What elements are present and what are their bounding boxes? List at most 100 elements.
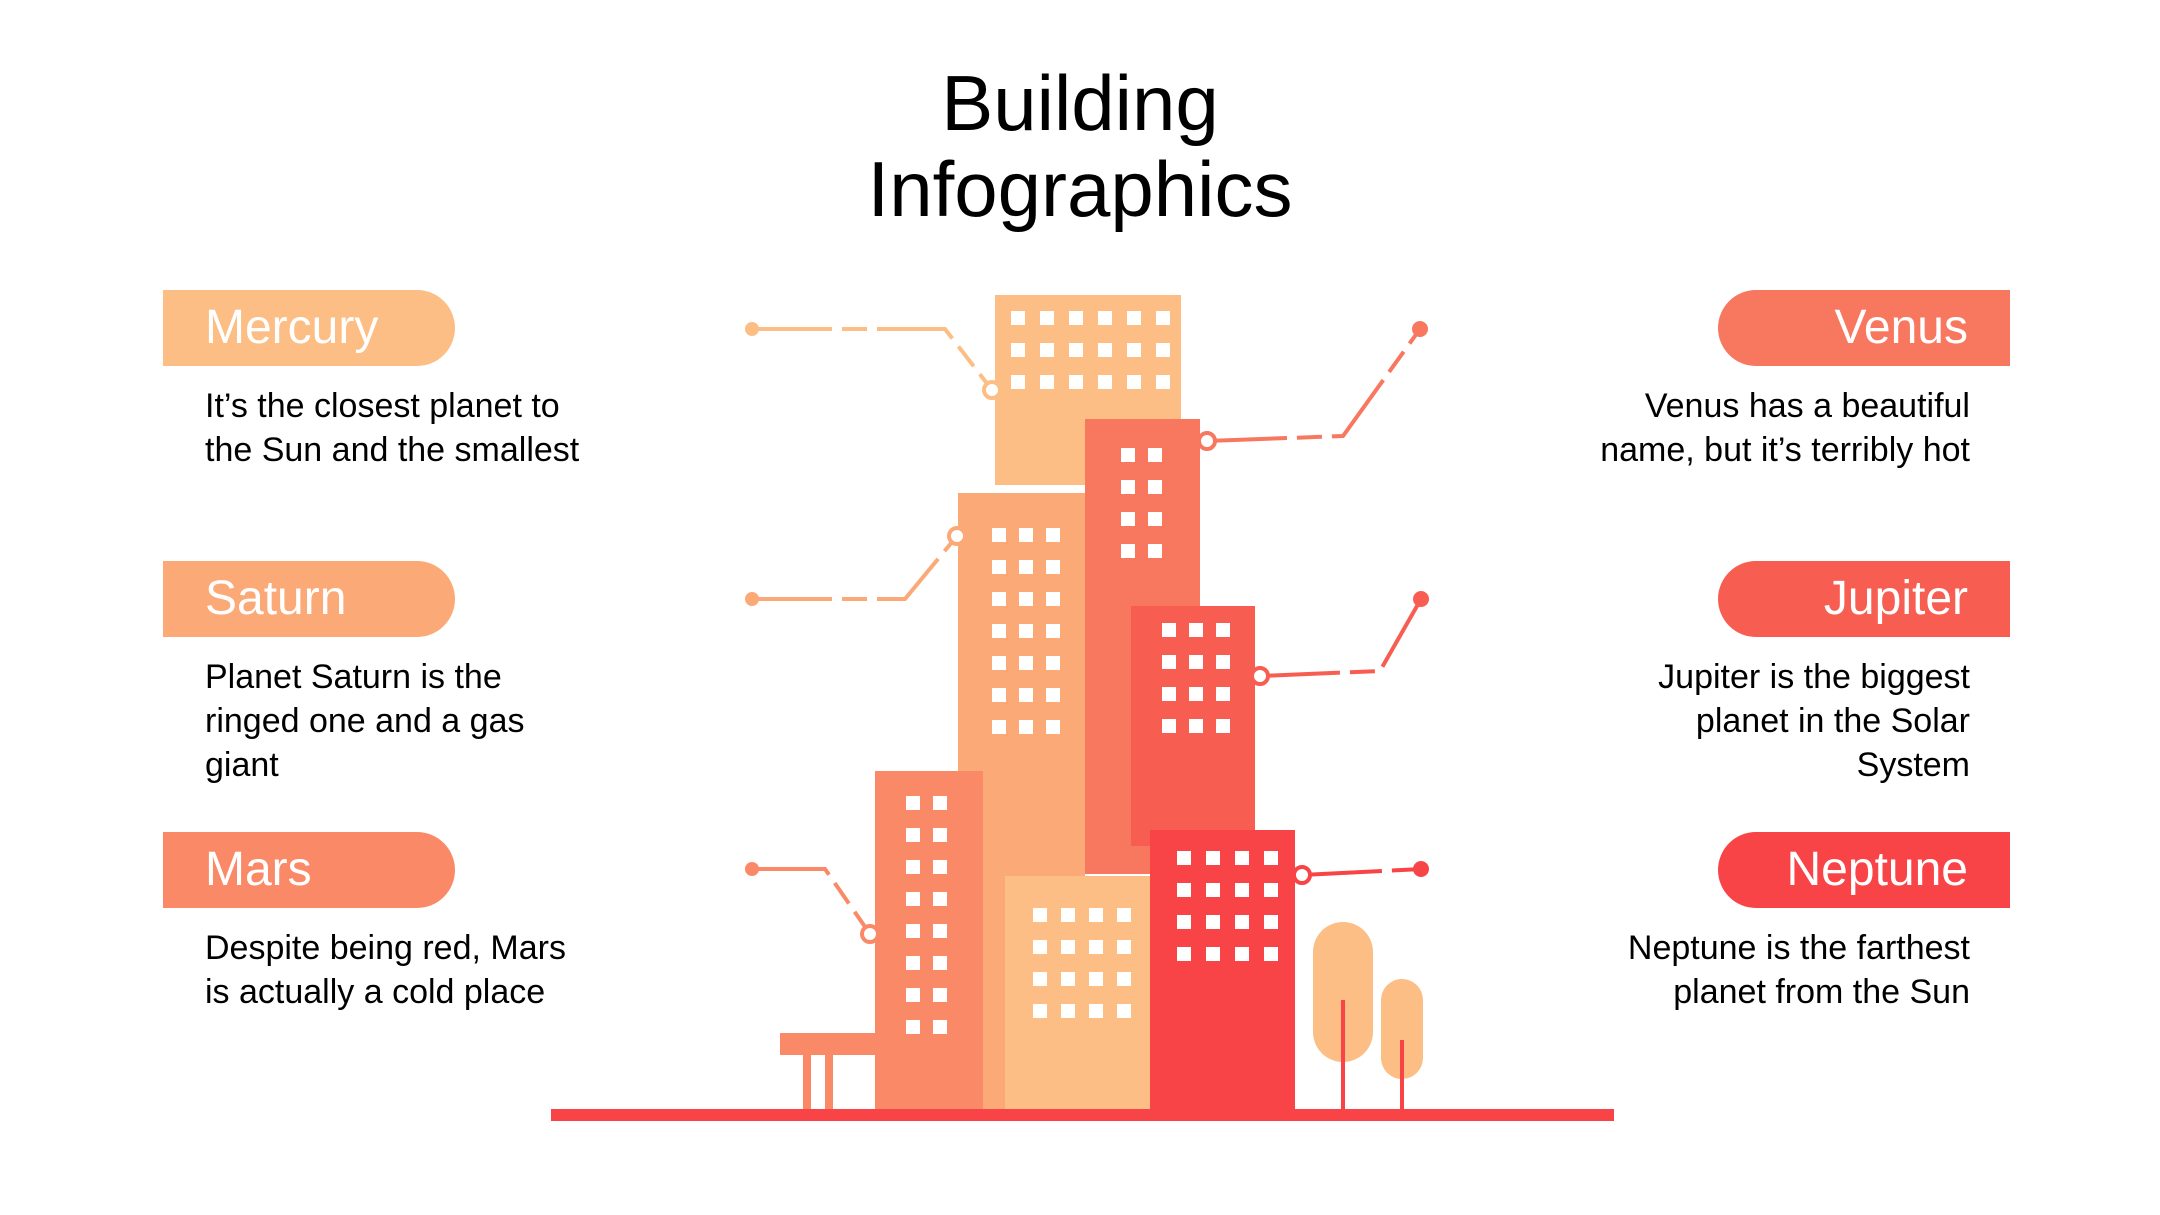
- window: [906, 860, 920, 874]
- window: [1011, 311, 1025, 325]
- ground-line: [551, 1109, 1614, 1121]
- title-line-2: Infographics: [867, 145, 1293, 233]
- window: [906, 828, 920, 842]
- window: [1098, 311, 1112, 325]
- window: [1019, 624, 1033, 638]
- window: [1235, 883, 1249, 897]
- window: [1156, 375, 1170, 389]
- window: [1177, 947, 1191, 961]
- window: [1033, 908, 1047, 922]
- mars-label-pill: Mars: [163, 832, 455, 908]
- window: [1189, 719, 1203, 733]
- window: [1061, 908, 1075, 922]
- window: [906, 1020, 920, 1034]
- window: [906, 956, 920, 970]
- window: [1121, 480, 1135, 494]
- window: [1069, 375, 1083, 389]
- title-line-1: Building: [941, 59, 1219, 147]
- window: [1019, 560, 1033, 574]
- window: [1216, 687, 1230, 701]
- window: [1089, 940, 1103, 954]
- window: [933, 860, 947, 874]
- window: [1040, 343, 1054, 357]
- jupiter-connector: [1259, 591, 1429, 678]
- window: [992, 560, 1006, 574]
- building-lower-right: [1150, 830, 1295, 1113]
- window: [933, 796, 947, 810]
- window: [1121, 544, 1135, 558]
- mars-description: Despite being red, Mars is actually a co…: [205, 929, 566, 1011]
- connector-lines: [745, 321, 1429, 936]
- venus-description: Venus has a beautiful name, but it’s ter…: [1600, 387, 1970, 469]
- window: [1011, 343, 1025, 357]
- window: [1148, 480, 1162, 494]
- window: [1235, 915, 1249, 929]
- window: [933, 956, 947, 970]
- window: [1121, 512, 1135, 526]
- page-title: Building Infographics: [780, 60, 1380, 232]
- window: [1046, 624, 1060, 638]
- window: [1189, 655, 1203, 669]
- window: [1019, 528, 1033, 542]
- mars-connector: [745, 862, 872, 936]
- window: [1117, 908, 1131, 922]
- window: [1216, 623, 1230, 637]
- venus-connector: [1206, 321, 1428, 443]
- window: [1061, 940, 1075, 954]
- building-lower-center: [1005, 876, 1158, 1112]
- venus-label: Venus: [1834, 301, 1968, 354]
- window: [1127, 375, 1141, 389]
- window: [1235, 947, 1249, 961]
- window: [992, 624, 1006, 638]
- neptune-connector: [1301, 861, 1429, 877]
- window: [933, 924, 947, 938]
- window: [1046, 560, 1060, 574]
- window: [1216, 719, 1230, 733]
- window: [1148, 544, 1162, 558]
- window: [1019, 592, 1033, 606]
- window: [1117, 972, 1131, 986]
- window: [1264, 883, 1278, 897]
- window: [1121, 448, 1135, 462]
- jupiter-label: Jupiter: [1823, 572, 1968, 625]
- mercury-label: Mercury: [205, 301, 379, 354]
- tree-icon: [1313, 922, 1423, 1113]
- window: [992, 656, 1006, 670]
- venus-label-pill: Venus: [1718, 290, 2010, 366]
- neptune-label: Neptune: [1786, 843, 1968, 896]
- window: [1046, 688, 1060, 702]
- window: [1189, 687, 1203, 701]
- window: [1127, 311, 1141, 325]
- mercury-connector: [745, 322, 994, 392]
- building-lower-left: [875, 771, 983, 1111]
- window: [1206, 915, 1220, 929]
- window: [1069, 343, 1083, 357]
- window: [1089, 972, 1103, 986]
- window: [933, 1020, 947, 1034]
- mars-label: Mars: [205, 843, 312, 896]
- window: [1040, 375, 1054, 389]
- window: [1011, 375, 1025, 389]
- window: [933, 892, 947, 906]
- window: [933, 828, 947, 842]
- window: [1177, 851, 1191, 865]
- buildings: [875, 295, 1295, 1113]
- window: [1162, 623, 1176, 637]
- saturn-description: Planet Saturn is the ringed one and a ga…: [205, 658, 525, 784]
- window: [1162, 687, 1176, 701]
- connector-rings: [860, 380, 1312, 944]
- window: [1177, 915, 1191, 929]
- window: [992, 528, 1006, 542]
- window: [1117, 940, 1131, 954]
- window: [1206, 947, 1220, 961]
- window: [1040, 311, 1054, 325]
- bench-icon: [780, 1033, 878, 1113]
- window: [1235, 851, 1249, 865]
- window: [1061, 1004, 1075, 1018]
- window: [1156, 311, 1170, 325]
- window: [906, 924, 920, 938]
- window: [1046, 528, 1060, 542]
- jupiter-description: Jupiter is the biggest planet in the Sol…: [1658, 658, 1970, 784]
- window: [1156, 343, 1170, 357]
- window: [1206, 851, 1220, 865]
